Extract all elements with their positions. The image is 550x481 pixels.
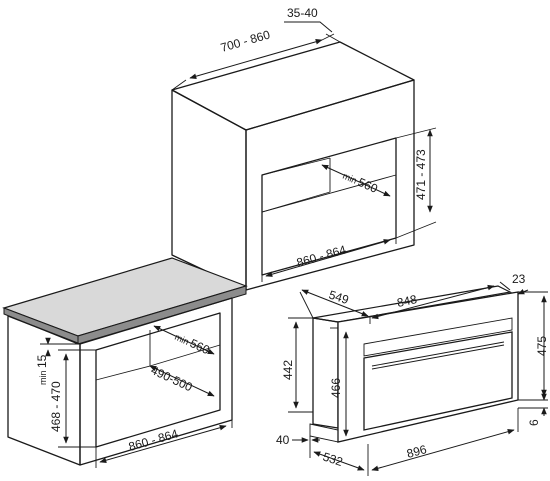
column-cavity-depth-min-prefix: min [341, 171, 358, 186]
oven-height-left-label: 442 [281, 360, 295, 380]
oven-height-right-label: 475 [535, 336, 549, 356]
base-cavity-inner-depth-label: 490-500 [149, 363, 195, 394]
column-cavity-depth-label: 560 [356, 175, 380, 196]
oven-appliance [309, 285, 519, 443]
oven-front-offset-label: 40 [276, 433, 290, 447]
base-cavity-depth-min-prefix: min [173, 332, 190, 347]
oven-height-left-dimension: 442 [281, 317, 313, 413]
column-cavity-height-dimension: 471 - 473 [395, 127, 437, 239]
base-cavity-height-label: 468 - 470 [49, 381, 63, 432]
oven-front-offset-dimension: 40 [276, 433, 320, 447]
column-cavity-depth-dimension: min 560 [321, 164, 391, 197]
oven-front-height-label: 466 [329, 378, 343, 398]
oven-width-top-label: 848 [396, 292, 419, 310]
oven-depth-label: 549 [327, 288, 351, 308]
oven-front-width-label: 896 [405, 442, 428, 461]
base-cavity-inner-depth-dimension: 490-500 [149, 363, 215, 397]
oven-bottom-offset-label: 6 [527, 419, 541, 426]
base-cavity-height-dimension: 468 - 470 [49, 349, 96, 448]
oven-width-top-dimension: 848 [369, 284, 495, 324]
column-cabinet [171, 41, 415, 291]
column-cavity-width-label: 860 - 864 [295, 242, 348, 270]
base-height-min-label: 15 [35, 354, 49, 368]
oven-top-offset-dimension: 23 [499, 272, 529, 295]
column-cavity-width-dimension: 860 - 864 [261, 238, 397, 282]
oven-top-offset-label: 23 [512, 272, 526, 286]
oven-total-depth-label: 532 [321, 450, 345, 470]
oven-height-right-dimension: 475 [518, 291, 549, 401]
oven-bottom-offset-dimension: 6 [518, 390, 548, 426]
oven-depth-dimension: 549 [299, 288, 369, 319]
oven-front-height-dimension: 466 [329, 327, 349, 437]
column-depth-gap-dimension: 35-40 [284, 6, 335, 41]
oven-front-width-dimension: 896 [371, 408, 519, 471]
column-width-dimension: 700 - 860 [171, 27, 341, 91]
base-cavity-depth-dimension: min 560 [153, 325, 215, 357]
column-depth-gap-label: 35-40 [287, 6, 318, 20]
base-height-min-prefix: min [38, 370, 48, 385]
column-cavity-height-label: 471 - 473 [414, 149, 428, 200]
base-cavity-depth-label: 560 [188, 336, 212, 357]
oven-total-depth-dimension: 532 [309, 436, 369, 476]
column-width-label: 700 - 860 [219, 27, 272, 55]
base-height-min-dimension: min 15 [35, 337, 80, 385]
